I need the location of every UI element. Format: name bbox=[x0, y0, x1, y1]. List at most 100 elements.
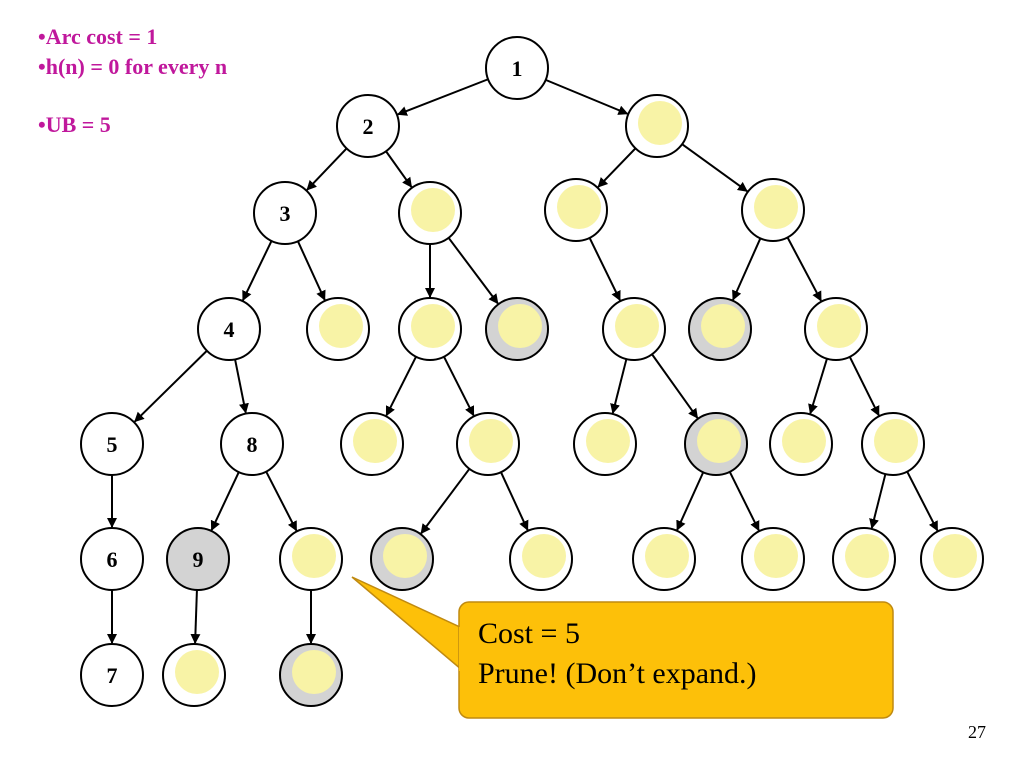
node-circle bbox=[220, 412, 284, 476]
tree-node-n2rlr bbox=[456, 412, 520, 476]
node-circle bbox=[485, 36, 549, 100]
edge-n2rlr-n2rlrr bbox=[500, 471, 529, 531]
node-unvisited-fill bbox=[586, 419, 630, 463]
edge-b2r-b2rl bbox=[869, 473, 887, 529]
edge-n1-n1r bbox=[545, 78, 629, 115]
callout-cost-text: Cost = 5 bbox=[478, 617, 580, 650]
tree-node-a1l bbox=[573, 412, 637, 476]
page-number: 27 bbox=[968, 722, 986, 742]
tree-node-b2rr bbox=[920, 527, 984, 591]
node-label: 4 bbox=[224, 317, 235, 342]
slide-notes: •Arc cost = 1 •h(n) = 0 for every n •UB … bbox=[38, 22, 227, 140]
node-circle bbox=[80, 412, 144, 476]
node-circle bbox=[253, 181, 317, 245]
node-unvisited-fill bbox=[701, 304, 745, 348]
heuristic-note: •h(n) = 0 for every n bbox=[38, 54, 228, 79]
tree-node-b2rl bbox=[832, 527, 896, 591]
tree-edges bbox=[107, 78, 939, 645]
tree-node-n8r bbox=[279, 527, 343, 591]
upper-bound-note: •UB = 5 bbox=[38, 112, 111, 137]
node-unvisited-fill bbox=[754, 185, 798, 229]
node-unvisited-fill bbox=[845, 534, 889, 578]
edge-a1-a1l bbox=[610, 358, 628, 414]
node-label: 2 bbox=[363, 114, 374, 139]
edge-n2r-n2rr bbox=[447, 237, 499, 305]
edge-b-b1 bbox=[732, 237, 762, 301]
tree-node-n8: 8 bbox=[220, 412, 284, 476]
edge-b2-b2r bbox=[848, 356, 880, 417]
node-unvisited-fill bbox=[292, 650, 336, 694]
node-unvisited-fill bbox=[817, 304, 861, 348]
node-circle bbox=[197, 297, 261, 361]
edge-n2-n3 bbox=[306, 147, 348, 191]
tree-node-n3r bbox=[306, 297, 370, 361]
tree-node-a1rl bbox=[632, 527, 696, 591]
node-unvisited-fill bbox=[754, 534, 798, 578]
node-label: 9 bbox=[193, 547, 204, 572]
edge-a-a1 bbox=[588, 237, 621, 302]
node-unvisited-fill bbox=[353, 419, 397, 463]
tree-node-b2l bbox=[769, 412, 833, 476]
tree-node-n6: 6 bbox=[80, 527, 144, 591]
edge-n4-n5 bbox=[134, 350, 208, 423]
tree-node-n2r bbox=[398, 181, 462, 245]
node-unvisited-fill bbox=[498, 304, 542, 348]
edge-n2-n2r bbox=[385, 150, 413, 188]
node-unvisited-fill bbox=[933, 534, 977, 578]
node-unvisited-fill bbox=[292, 534, 336, 578]
node-circle bbox=[336, 94, 400, 158]
edge-b2-b2l bbox=[808, 358, 828, 415]
tree-node-n9c bbox=[162, 643, 226, 707]
tree-nodes: 1234567891 bbox=[80, 36, 984, 707]
tree-node-n1r bbox=[625, 94, 689, 158]
tree-node-a1rr bbox=[741, 527, 805, 591]
callout-pointer-seam bbox=[459, 627, 463, 671]
node-label: 5 bbox=[107, 432, 118, 457]
tree-node-n1: 1 bbox=[485, 36, 549, 100]
tree-node-b2r bbox=[861, 412, 925, 476]
edge-n1r-b bbox=[681, 143, 748, 193]
tree-node-n4: 4 bbox=[197, 297, 261, 361]
callout-shape bbox=[351, 576, 894, 719]
edge-a1-a1r bbox=[651, 353, 699, 419]
tree-node-n2: 2 bbox=[336, 94, 400, 158]
node-unvisited-fill bbox=[175, 650, 219, 694]
node-unvisited-fill bbox=[782, 419, 826, 463]
node-unvisited-fill bbox=[411, 188, 455, 232]
arc-cost-note: •Arc cost = 1 bbox=[38, 24, 158, 49]
tree-node-n2rlrr bbox=[509, 527, 573, 591]
node-label: 6 bbox=[107, 547, 118, 572]
node-unvisited-fill bbox=[522, 534, 566, 578]
node-unvisited-fill bbox=[697, 419, 741, 463]
node-label: 8 bbox=[247, 432, 258, 457]
node-circle bbox=[80, 643, 144, 707]
callout-prune-text: Prune! (Don’t expand.) bbox=[478, 657, 757, 690]
tree-node-n2rll bbox=[340, 412, 404, 476]
edge-n9-n9c bbox=[190, 589, 201, 645]
node-circle bbox=[80, 527, 144, 591]
edge-n8-n8r bbox=[265, 471, 298, 532]
tree-node-n2rlrl bbox=[370, 527, 434, 591]
tree-node-a1r bbox=[684, 412, 748, 476]
node-unvisited-fill bbox=[874, 419, 918, 463]
tree-node-n3: 3 bbox=[253, 181, 317, 245]
edge-n8-n9 bbox=[210, 471, 240, 531]
edge-a1r-a1rl bbox=[676, 471, 705, 531]
edge-b-b2 bbox=[786, 236, 822, 302]
node-label: 3 bbox=[280, 201, 291, 226]
edge-n3-n3r bbox=[296, 240, 326, 301]
node-unvisited-fill bbox=[645, 534, 689, 578]
node-circle bbox=[166, 527, 230, 591]
tree-node-a1 bbox=[602, 297, 666, 361]
edge-n1r-a bbox=[597, 147, 637, 188]
edge-n2rlr-n2rlrl bbox=[420, 468, 471, 535]
edge-n3-n4 bbox=[242, 240, 273, 302]
tree-node-b bbox=[741, 178, 805, 242]
tree-node-n2rr bbox=[485, 297, 549, 361]
tree-node-b1 bbox=[688, 297, 752, 361]
node-unvisited-fill bbox=[411, 304, 455, 348]
node-unvisited-fill bbox=[319, 304, 363, 348]
node-unvisited-fill bbox=[469, 419, 513, 463]
edge-a1r-a1rr bbox=[728, 471, 760, 532]
